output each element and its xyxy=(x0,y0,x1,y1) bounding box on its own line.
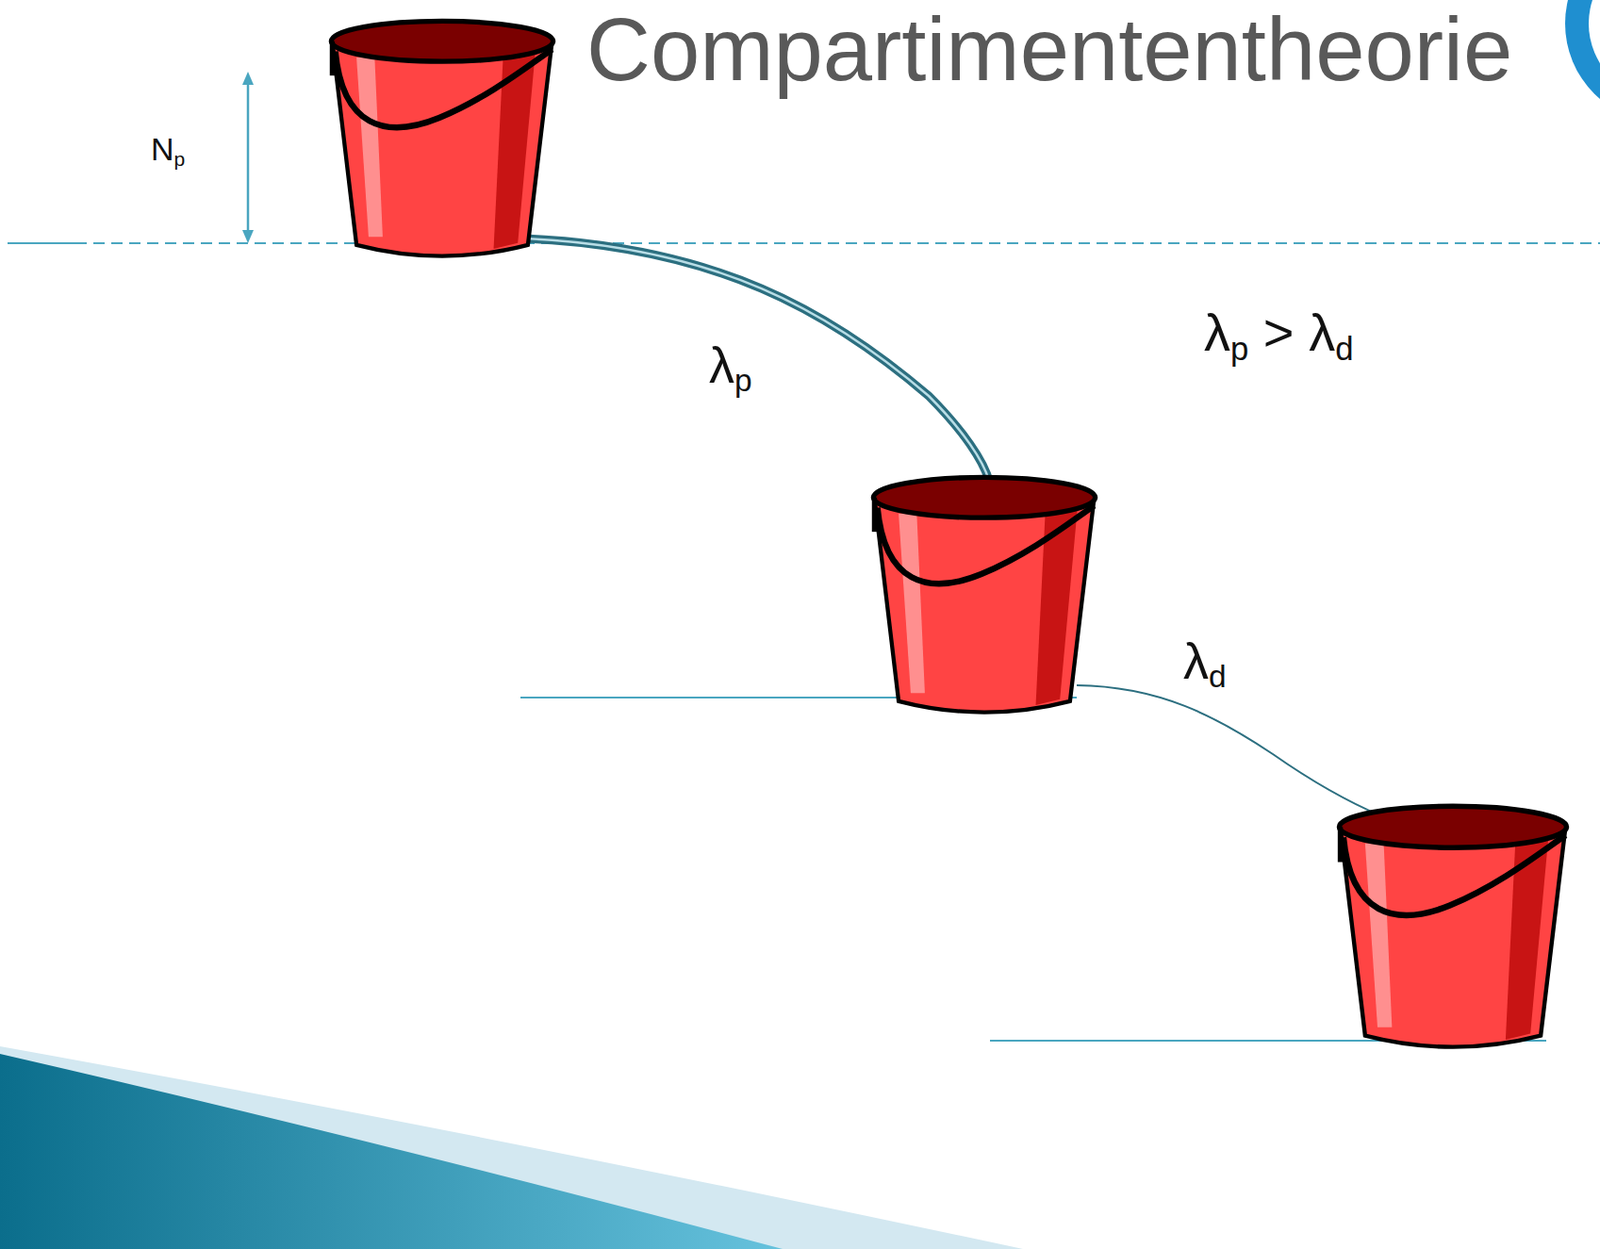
slide-title: Compartimententheorie xyxy=(586,5,1513,95)
quantity-label: Np xyxy=(150,131,185,167)
corner-swoosh xyxy=(0,1046,1023,1249)
bucket xyxy=(330,20,553,256)
subscript: d xyxy=(1335,330,1353,367)
subscript: p xyxy=(734,362,753,398)
rate-label: λp xyxy=(709,337,753,394)
text-run: λ xyxy=(1183,632,1209,690)
text-run: λ xyxy=(709,336,735,394)
bucket xyxy=(1338,806,1567,1047)
height-arrow xyxy=(242,71,254,244)
hoses xyxy=(525,238,1383,817)
text-run: λ xyxy=(1204,302,1231,363)
rate-label: λd xyxy=(1183,633,1227,690)
text-run: N xyxy=(150,131,175,167)
bucket xyxy=(873,477,1095,712)
subscript: p xyxy=(174,148,186,170)
logo xyxy=(1565,0,1600,123)
subscript: d xyxy=(1208,659,1227,694)
relation-note: λp > λd xyxy=(1204,303,1353,363)
text-run: > λ xyxy=(1248,302,1336,363)
subscript: p xyxy=(1230,330,1249,367)
